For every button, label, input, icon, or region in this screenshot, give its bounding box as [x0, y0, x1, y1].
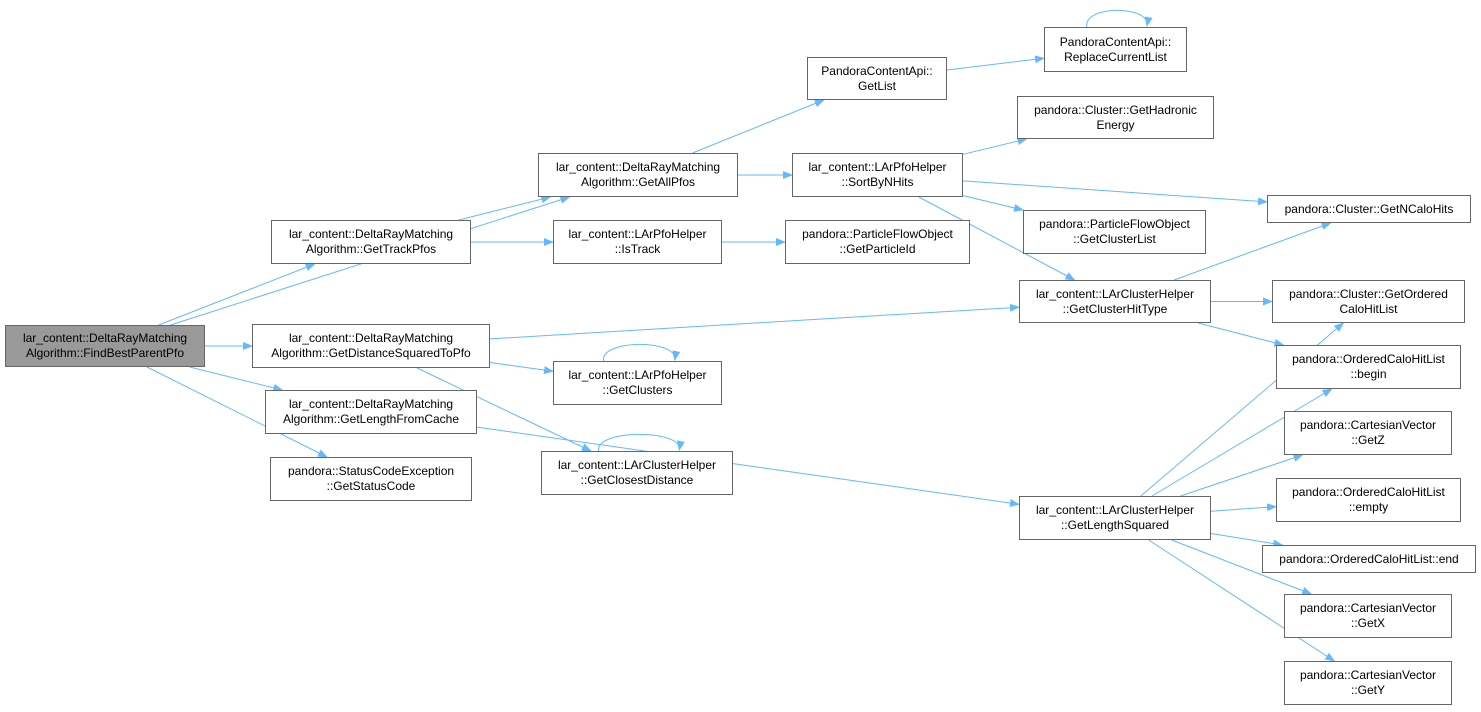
lar-content-larpfohelper-istrack-node[interactable]: lar_content::LArPfoHelper::IsTrack: [553, 220, 722, 264]
pandora-cartesianvector-gety-node[interactable]: pandora::CartesianVector::GetY: [1284, 661, 1452, 705]
edge-pandoracontentapi-replacecurrentlist-node-to-pandoracontentapi-replacecurrentlist-node: [1086, 9, 1153, 28]
edge-lar-content-larclusterhelper-getlengthsquared-node-to-pandora-orderedcalohitlist-end-node: [1210, 533, 1284, 548]
node-label-line: Algorithm::GetTrackPfos: [305, 242, 437, 256]
node-label-line: pandora::CartesianVector: [1299, 668, 1437, 682]
pandora-orderedcalohitlist-begin-node[interactable]: pandora::OrderedCaloHitList::begin: [1276, 345, 1461, 389]
node-label-line: ::GetZ: [1351, 433, 1385, 447]
node-label-line: GetList: [857, 78, 896, 93]
node-label-line: ::begin: [1350, 367, 1387, 381]
lar-content-larpfohelper-getclusters-node[interactable]: lar_content::LArPfoHelper::GetClusters: [553, 361, 722, 405]
node-label-line: pandora::Cluster::GetNCaloHits: [1284, 201, 1454, 216]
node-label-line: pandora::OrderedCaloHitList: [1292, 485, 1445, 499]
node-label-line: ::GetClusterList: [1073, 232, 1156, 246]
edge-lar-content-larpfohelper-getclusters-node-to-lar-content-larpfohelper-getclusters-node: [603, 343, 681, 362]
node-label-line: pandora::StatusCodeException: [287, 464, 455, 478]
pandoracontentapi-replacecurrentlist-node[interactable]: PandoraContentApi::ReplaceCurrentList: [1044, 27, 1187, 72]
node-label-line: PandoraContentApi::: [821, 63, 933, 78]
node-label-line: ::GetLengthSquared: [1060, 518, 1170, 532]
node-label-line: ::GetX: [1350, 616, 1385, 630]
node-label-line: ::empty: [1348, 500, 1389, 514]
node-label-line: ::GetY: [1350, 683, 1385, 697]
edge-lar-content-deltaraymatchingalgorithm-getdistancesquaredtopfo-node-to-lar-content-larpfohelper-getclusters-node: [489, 362, 554, 375]
node-label-line: ::GetParticleId: [839, 242, 916, 256]
pandora-particleflowobject-getparticleid-node[interactable]: pandora::ParticleFlowObject::GetParticle…: [785, 220, 970, 264]
node-label-line: ::IsTrack: [614, 242, 661, 256]
node-label-line: Algorithm::GetDistanceSquaredToPfo: [271, 346, 471, 360]
lar-content-larclusterhelper-getlengthsquared-node[interactable]: lar_content::LArClusterHelper::GetLength…: [1019, 496, 1211, 540]
node-label-line: lar_content::DeltaRayMatching: [22, 331, 188, 345]
edge-lar-content-deltaraymatchingalgorithm-findbestparentpfo-node-to-lar-content-deltaraymatchingalgorithm-gettrackpfos-node: [158, 263, 316, 326]
edge-lar-content-larpfohelper-sortbynhits-node-to-pandora-cluster-gethadronicenergy-node: [962, 137, 1028, 155]
node-label-line: Energy: [1096, 117, 1135, 132]
pandora-cluster-getncalohits-node[interactable]: pandora::Cluster::GetNCaloHits: [1267, 195, 1471, 223]
edge-lar-content-larclusterhelper-getlengthsquared-node-to-pandora-orderedcalohitlist-begin-node: [1151, 388, 1333, 497]
lar-content-larclusterhelper-getclusterhittype-node[interactable]: lar_content::LArClusterHelper::GetCluste…: [1019, 280, 1211, 323]
edge-lar-content-larpfohelper-sortbynhits-node-to-pandora-particleflowobject-getclusterlist-node: [962, 195, 1024, 212]
node-label-line: pandora::CartesianVector: [1299, 601, 1437, 615]
node-label-line: ::GetClusterHitType: [1062, 301, 1168, 316]
edge-lar-content-deltaraymatchingalgorithm-findbestparentpfo-node-to-pandora-statuscodeexception-getstatuscode-node: [146, 366, 328, 458]
node-label-line: ::GetClosestDistance: [580, 473, 694, 487]
edge-pandoracontentapi-getlist-node-to-pandoracontentapi-replacecurrentlist-node: [946, 55, 1045, 71]
edge-lar-content-deltaraymatchingalgorithm-getlengthfromcache-node-to-lar-content-larclusterhelper-getlengthsquared-node: [476, 426, 1020, 507]
node-label-line: ::GetStatusCode: [326, 479, 416, 493]
node-label-line: pandora::OrderedCaloHitList: [1292, 352, 1445, 366]
node-label-line: ::SortByNHits: [841, 175, 914, 189]
edge-lar-content-deltaraymatchingalgorithm-getdistancesquaredtopfo-node-to-lar-content-larclusterhelper-getclosestdistance-node: [416, 367, 592, 452]
pandora-orderedcalohitlist-end-node[interactable]: pandora::OrderedCaloHitList::end: [1262, 545, 1476, 573]
edge-lar-content-larclusterhelper-getclusterhittype-node-to-pandora-orderedcalohitlist-begin-node: [1198, 322, 1285, 347]
node-label-line: lar_content::LArPfoHelper: [568, 227, 707, 241]
node-label-line: Algorithm::GetAllPfos: [580, 175, 696, 189]
pandora-cartesianvector-getz-node[interactable]: pandora::CartesianVector::GetZ: [1284, 411, 1452, 455]
node-label-line: Algorithm::GetLengthFromCache: [282, 412, 460, 426]
pandoracontentapi-getlist-node[interactable]: PandoraContentApi::GetList: [807, 57, 947, 100]
node-label-line: lar_content::LArPfoHelper: [568, 368, 707, 382]
node-label-line: ::GetClusters: [602, 383, 673, 397]
edge-lar-content-larclusterhelper-getlengthsquared-node-to-pandora-orderedcalohitlist-empty-node: [1210, 503, 1277, 512]
node-label-line: pandora::ParticleFlowObject: [1039, 217, 1190, 231]
edge-lar-content-larpfohelper-sortbynhits-node-to-pandora-cluster-getncalohits-node: [962, 180, 1268, 206]
edge-lar-content-larclusterhelper-getlengthsquared-node-to-pandora-cartesianvector-getx-node: [1171, 539, 1313, 595]
node-label-line: Algorithm::FindBestParentPfo: [25, 346, 185, 360]
node-label-line: lar_content::DeltaRayMatching: [288, 227, 454, 241]
edge-lar-content-deltaraymatchingalgorithm-getallpfos-node-to-pandoracontentapi-getlist-node: [692, 99, 825, 154]
node-label-line: lar_content::LArClusterHelper: [1035, 503, 1195, 517]
node-label-line: lar_content::DeltaRayMatching: [288, 397, 454, 411]
edge-lar-content-deltaraymatchingalgorithm-gettrackpfos-node-to-lar-content-deltaraymatchingalgorithm-getallpfos-node: [458, 195, 552, 221]
pandora-particleflowobject-getclusterlist-node[interactable]: pandora::ParticleFlowObject::GetClusterL…: [1023, 210, 1206, 254]
node-label-line: ReplaceCurrentList: [1064, 49, 1167, 64]
pandora-statuscodeexception-getstatuscode-node[interactable]: pandora::StatusCodeException::GetStatusC…: [270, 457, 472, 501]
edge-lar-content-deltaraymatchingalgorithm-getdistancesquaredtopfo-node-to-lar-content-larclusterhelper-getclusterhittype-node: [489, 303, 1020, 340]
lar-content-larclusterhelper-getclosestdistance-node[interactable]: lar_content::LArClusterHelper::GetCloses…: [541, 451, 733, 495]
node-label-line: lar_content::LArClusterHelper: [557, 458, 717, 472]
edge-lar-content-larclusterhelper-getclusterhittype-node-to-pandora-cluster-getncalohits-node: [1173, 222, 1332, 281]
node-label-line: PandoraContentApi::: [1059, 34, 1172, 49]
node-label-line: CaloHitList: [1339, 301, 1398, 316]
lar-content-larpfohelper-sortbynhits-node[interactable]: lar_content::LArPfoHelper::SortByNHits: [792, 153, 963, 197]
node-label-line: pandora::ParticleFlowObject: [802, 227, 953, 241]
node-label-line: lar_content::LArClusterHelper: [1035, 286, 1195, 301]
node-label-line: pandora::CartesianVector: [1299, 418, 1437, 432]
pandora-orderedcalohitlist-empty-node[interactable]: pandora::OrderedCaloHitList::empty: [1276, 478, 1461, 522]
node-label-line: lar_content::DeltaRayMatching: [288, 331, 454, 345]
edge-lar-content-larclusterhelper-getclosestdistance-node-to-lar-content-larclusterhelper-getclosestdistance-node: [598, 433, 685, 452]
node-label-line: pandora::Cluster::GetHadronic: [1034, 102, 1197, 117]
node-label-line: lar_content::DeltaRayMatching: [555, 160, 721, 174]
edge-lar-content-larclusterhelper-getlengthsquared-node-to-pandora-cartesianvector-gety-node: [1148, 539, 1336, 662]
edge-lar-content-larpfohelper-sortbynhits-node-to-lar-content-larclusterhelper-getclusterhittype-node: [918, 196, 1076, 281]
edge-lar-content-deltaraymatchingalgorithm-findbestparentpfo-node-to-lar-content-deltaraymatchingalgorithm-getlengthfromcache-node: [189, 366, 284, 392]
edge-lar-content-larclusterhelper-getlengthsquared-node-to-pandora-cartesianvector-getz-node: [1180, 454, 1304, 497]
node-label-line: pandora::Cluster::GetOrdered: [1289, 286, 1448, 301]
node-label-line: lar_content::LArPfoHelper: [808, 160, 947, 174]
pandora-cartesianvector-getx-node[interactable]: pandora::CartesianVector::GetX: [1284, 594, 1452, 638]
node-label-line: pandora::OrderedCaloHitList::end: [1279, 551, 1459, 566]
